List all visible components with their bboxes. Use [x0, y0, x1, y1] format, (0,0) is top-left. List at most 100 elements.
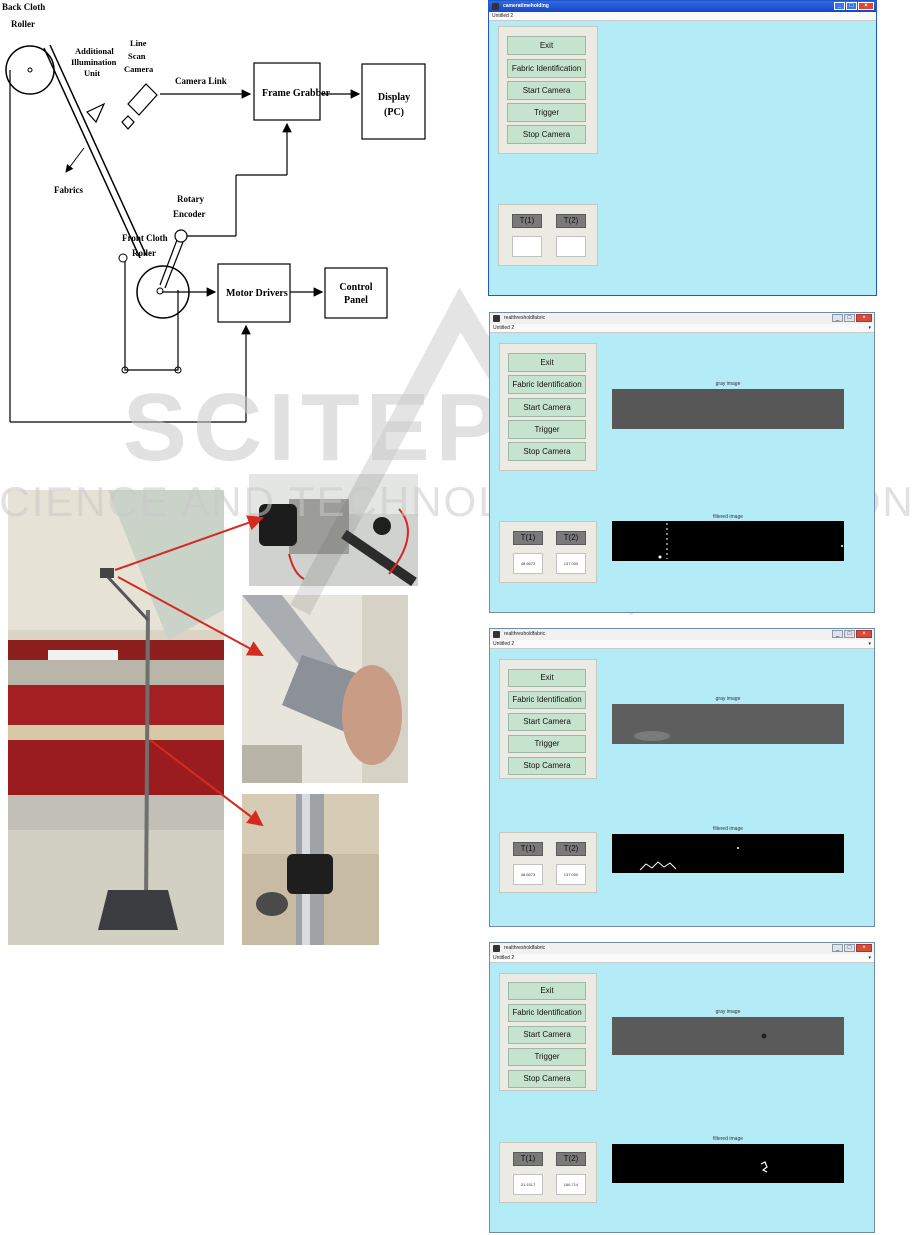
trigger-button[interactable]: Trigger [508, 1048, 586, 1066]
line-scan-camera [121, 83, 158, 130]
motor-drivers-box [217, 263, 291, 323]
button-panel: Exit Fabric Identification Start Camera … [499, 343, 597, 471]
toolbar: Untitled 2▾ [490, 640, 874, 649]
exit-button[interactable]: Exit [508, 669, 586, 687]
window-title: cameratimeholding [503, 3, 549, 9]
annotation-arrows [114, 515, 264, 827]
filtered-image-caption: filtered image [712, 1136, 743, 1142]
filtered-image-caption: filtered image [712, 826, 743, 832]
minimize-button[interactable]: _ [832, 314, 843, 322]
close-button[interactable]: × [856, 944, 872, 952]
t2-value: 137.000 [556, 553, 586, 574]
stop-camera-button[interactable]: Stop Camera [508, 1070, 586, 1088]
gray-image-caption: gray image [715, 696, 741, 702]
control-panel-box [324, 267, 388, 319]
window-title: realthresholdfabric [504, 315, 546, 321]
trigger-button[interactable]: Trigger [508, 735, 586, 753]
filtered-image [612, 834, 844, 873]
toolbar-dropdown-icon[interactable]: ▾ [868, 955, 871, 961]
toolbar-dropdown-icon[interactable]: ▾ [868, 325, 871, 331]
t1-label: T(1) [513, 842, 543, 856]
t1-value: 31.1517 [513, 1174, 543, 1195]
label-fabrics: Fabrics [54, 185, 83, 195]
app-icon [493, 631, 500, 638]
title-bar: cameratimeholding _□× [489, 1, 876, 12]
close-button[interactable]: × [858, 2, 874, 10]
trigger-button[interactable]: Trigger [508, 420, 586, 439]
gray-image [612, 389, 844, 429]
t2-label: T(2) [556, 531, 586, 545]
t1-value: 48.6673 [513, 864, 543, 885]
fabric-identification-button[interactable]: Fabric Identification [508, 375, 586, 394]
toolbar: Untitled 2 ▾ [490, 324, 874, 333]
t2-label: T(2) [556, 842, 586, 856]
app-icon [493, 945, 500, 952]
exit-button[interactable]: Exit [508, 353, 586, 372]
setup-photo [8, 490, 224, 945]
filtered-image [612, 1144, 844, 1183]
exit-button[interactable]: Exit [507, 36, 586, 55]
toolbar-label: Untitled 2 [493, 955, 515, 961]
gray-image-caption: gray image [715, 381, 741, 387]
maximize-button[interactable]: □ [844, 630, 855, 638]
filtered-image-caption: filtered image [712, 514, 743, 520]
title-bar: realthresholdfabric _□× [490, 629, 874, 640]
threshold-panel: T(1) T(2) [498, 204, 598, 266]
exit-button[interactable]: Exit [508, 982, 586, 1000]
t2-value: 166.714 [556, 1174, 586, 1195]
fabric-identification-button[interactable]: Fabric Identification [508, 1004, 586, 1022]
gui-window: realthresholdfabric _□× Untitled 2 ▾ Exit… [489, 312, 875, 613]
t2-label: T(2) [556, 214, 586, 228]
frame-grabber-box [253, 62, 321, 121]
arm-photo [242, 595, 408, 783]
close-button[interactable]: × [856, 314, 872, 322]
gray-image-caption: gray image [715, 1009, 741, 1015]
toolbar-label: Untitled 2 [492, 13, 514, 19]
stop-camera-button[interactable]: Stop Camera [508, 757, 586, 775]
label-motor-drivers: Motor Drivers [226, 288, 288, 299]
minimize-button[interactable]: _ [832, 944, 843, 952]
toolbar: Untitled 2 ▾ [490, 954, 874, 963]
maximize-button[interactable]: □ [844, 944, 855, 952]
start-camera-button[interactable]: Start Camera [508, 398, 586, 417]
filtered-image [612, 521, 844, 561]
close-button[interactable]: × [856, 630, 872, 638]
minimize-button[interactable]: _ [832, 630, 843, 638]
stop-camera-button[interactable]: Stop Camera [507, 125, 586, 144]
toolbar: Untitled 2 [489, 12, 876, 21]
t1-label: T(1) [512, 214, 542, 228]
stop-camera-button[interactable]: Stop Camera [508, 442, 586, 461]
t2-label: T(2) [556, 1152, 586, 1166]
fabric-identification-button[interactable]: Fabric Identification [507, 59, 586, 78]
t2-value [556, 236, 586, 257]
trigger-button[interactable]: Trigger [507, 103, 586, 122]
t1-label: T(1) [513, 531, 543, 545]
t1-value [512, 236, 542, 257]
maximize-button[interactable]: □ [846, 2, 857, 10]
fabric-identification-button[interactable]: Fabric Identification [508, 691, 586, 709]
window-title: realthresholdfabric [504, 945, 546, 951]
title-bar: realthresholdfabric _□× [490, 943, 874, 954]
button-panel: Exit Fabric Identification Start Camera … [498, 26, 598, 154]
minimize-button[interactable]: _ [834, 2, 845, 10]
gui-window: cameratimeholding _□× Untitled 2 Exit Fa… [488, 0, 877, 296]
start-camera-button[interactable]: Start Camera [508, 1026, 586, 1044]
display-box [361, 63, 426, 140]
t2-value: 137.000 [556, 864, 586, 885]
maximize-button[interactable]: □ [844, 314, 855, 322]
label-camera-link: Camera Link [175, 76, 227, 86]
toolbar-label: Untitled 2 [493, 325, 515, 331]
camera-photo [249, 474, 418, 586]
button-panel: Exit Fabric Identification Start Camera … [499, 973, 597, 1091]
start-camera-button[interactable]: Start Camera [507, 81, 586, 100]
start-camera-button[interactable]: Start Camera [508, 713, 586, 731]
toolbar-dropdown-icon[interactable]: ▾ [868, 641, 871, 647]
t1-value: 48.6673 [513, 553, 543, 574]
t1-label: T(1) [513, 1152, 543, 1166]
gray-image [612, 1017, 844, 1055]
